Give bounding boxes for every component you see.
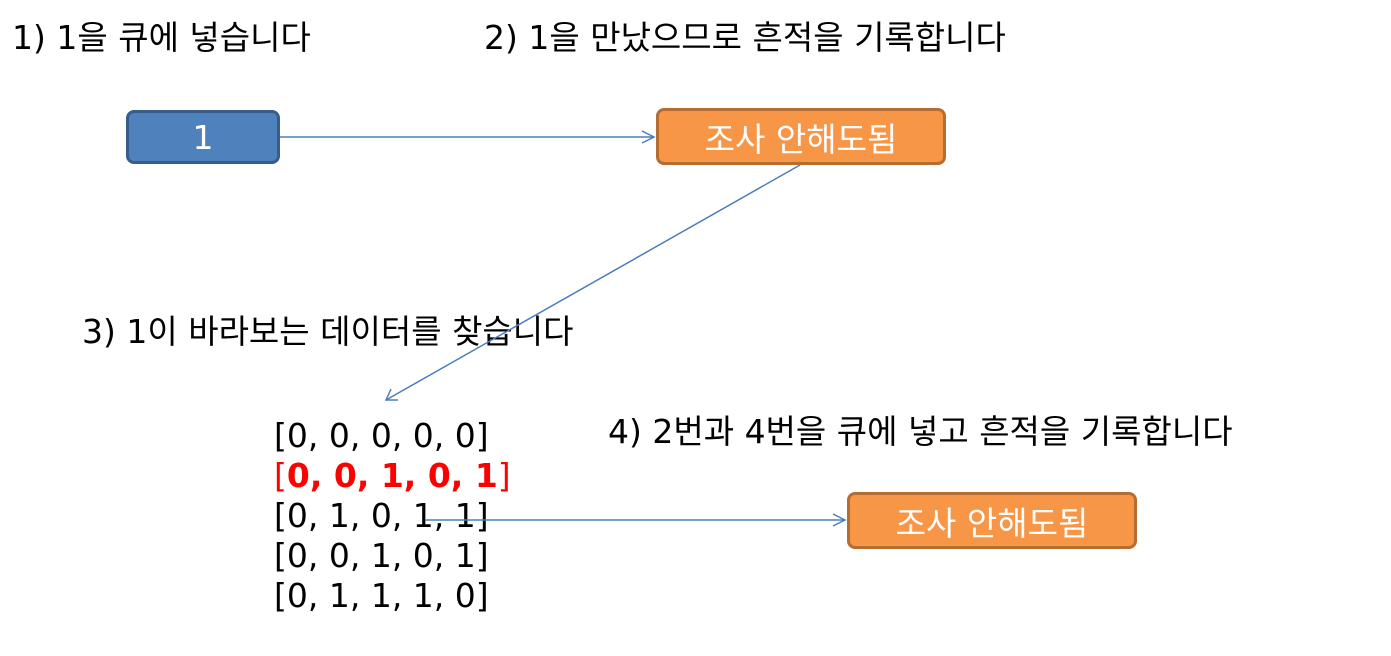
step-3-caption: 3) 1이 바라보는 데이터를 찾습니다 [82,312,574,351]
matrix-row-4: [0, 1, 1, 1, 0] [274,576,489,615]
matrix-open-bracket: [ [274,456,287,495]
step-4-caption: 4) 2번과 4번을 큐에 넣고 흔적을 기록합니다 [608,412,1233,451]
matrix-row-3: [0, 0, 1, 0, 1] [274,536,489,575]
step-2-caption: 2) 1을 만났으므로 흔적을 기록합니다 [484,18,1006,57]
matrix-close-bracket: ] [497,456,511,495]
matrix-row-0: [0, 0, 0, 0, 0] [274,416,489,455]
queue-node-box: 1 [126,110,280,164]
visit-mark-box-1: 조사 안해도됨 [656,108,946,165]
matrix-row-1-highlighted: [0, 0, 1, 0, 1] [274,456,511,496]
arrow-mark-to-matrix [384,164,801,401]
adjacency-matrix: [0, 0, 0, 0, 0] [0, 0, 1, 0, 1] [0, 1, 0… [274,416,511,616]
step-1-caption: 1) 1을 큐에 넣습니다 [12,18,311,57]
matrix-row-1-values: 0, 0, 1, 0, 1 [286,456,498,495]
arrow-queue-to-mark [280,130,656,144]
visit-mark-box-2: 조사 안해도됨 [847,492,1137,549]
matrix-row-2: [0, 1, 0, 1, 1] [274,496,489,535]
